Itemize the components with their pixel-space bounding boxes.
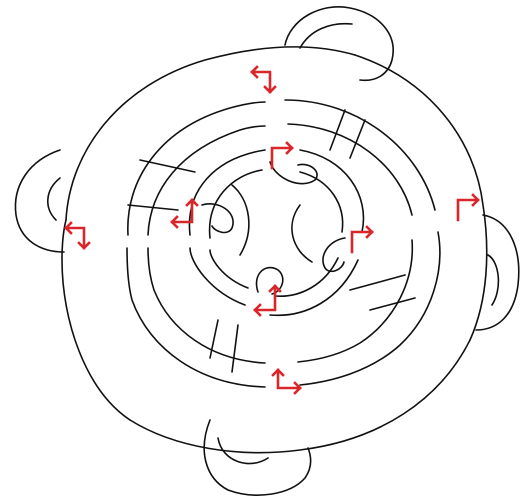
crossing-arrow-8 xyxy=(273,370,300,393)
bottom-lobe xyxy=(204,420,310,495)
middle-ring-top-right xyxy=(285,100,435,210)
inner-ring-d xyxy=(190,248,245,305)
middle-ring-top-left xyxy=(128,102,265,235)
middle-ring-inner-right-low xyxy=(298,240,412,362)
crossing-arrow-2 xyxy=(272,143,292,168)
crossing-arrow-4 xyxy=(66,223,89,248)
hook-top xyxy=(270,162,317,184)
rung-3 xyxy=(330,110,345,150)
middle-ring-right xyxy=(300,232,440,385)
hook-left xyxy=(202,204,233,233)
middle-ring-inner-bottom xyxy=(148,248,265,363)
rung-1 xyxy=(140,160,195,172)
middle-ring-inner-right xyxy=(288,124,412,215)
crossing-arrow-5 xyxy=(352,227,372,252)
rung-6 xyxy=(370,298,415,310)
crossing-arrow-6 xyxy=(458,195,478,220)
outer-ring-left xyxy=(62,220,130,420)
rung-8 xyxy=(232,325,238,372)
inner-ring-inner-b xyxy=(300,172,343,232)
knot-strands xyxy=(15,7,518,495)
outer-ring-right xyxy=(355,55,487,340)
left-lobe xyxy=(15,150,64,252)
right-lobe-inner xyxy=(488,255,498,305)
rung-5 xyxy=(350,275,405,290)
left-lobe-inner xyxy=(48,178,60,220)
top-lobe xyxy=(285,7,393,80)
top-lobe-inner xyxy=(300,24,352,48)
inner-ring-inner-c xyxy=(275,258,338,296)
outer-ring-top xyxy=(66,47,355,220)
inner-ring-c xyxy=(270,260,358,315)
rung-4 xyxy=(350,120,365,158)
inner-ring-a xyxy=(189,150,265,235)
inner-ring-inner-d xyxy=(210,250,248,288)
middle-ring-bottom xyxy=(127,248,265,387)
crossing-arrow-7 xyxy=(255,286,280,315)
outer-ring-bottom xyxy=(130,340,470,453)
crossing-arrow-1 xyxy=(252,67,275,92)
inner-ring-inner-a xyxy=(210,170,262,238)
crossing-arrow-3 xyxy=(172,200,197,227)
center-curve xyxy=(232,185,312,262)
